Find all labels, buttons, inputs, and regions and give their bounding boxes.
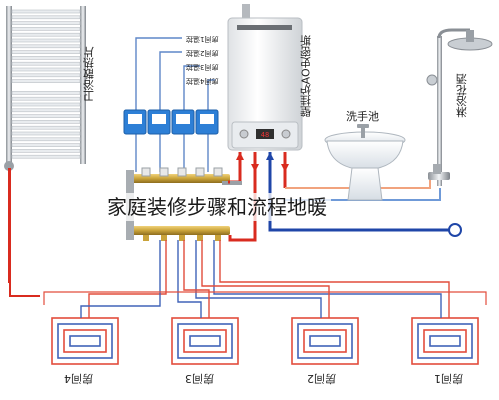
floor-loop-ring xyxy=(51,317,119,365)
boiler-label: 壁挂炉AO史密斯 xyxy=(300,35,313,119)
radiator-bar xyxy=(11,143,81,147)
boiler-display: 48 xyxy=(261,131,269,139)
manifold-port xyxy=(161,235,167,241)
room-label-2: 房间2 xyxy=(307,372,336,385)
thermostat-1[interactable] xyxy=(123,109,147,135)
thermostat-4[interactable] xyxy=(195,109,219,135)
towel-radiator xyxy=(4,6,86,283)
basin-label: 洗手池 xyxy=(346,109,379,123)
thermostat-label-3: 房间3温控 xyxy=(186,63,218,72)
radiator-bar xyxy=(11,120,81,124)
wall-boiler xyxy=(227,4,303,151)
radiator-bar xyxy=(11,79,81,83)
down-arrow-icon xyxy=(281,164,289,172)
radiator-feed-pipe xyxy=(9,283,40,297)
floor-loop-ring xyxy=(429,335,461,347)
shower-label: 淋浴花洒 xyxy=(456,74,469,118)
radiator-bar xyxy=(11,27,81,31)
radiator-bar xyxy=(11,114,81,118)
page-title: 家庭装修步骤和流程地暖 xyxy=(103,193,331,221)
towel-radiator-label: 卫浴散热片 xyxy=(83,46,96,102)
radiator-bar xyxy=(11,15,81,20)
radiator-bar xyxy=(11,102,81,107)
radiator-bar xyxy=(11,38,81,43)
up-arrow-icon xyxy=(236,152,244,160)
manifold-port xyxy=(215,235,221,241)
pipe-end-cap xyxy=(448,223,462,237)
radiator-bar xyxy=(11,131,81,136)
manifold-valve[interactable] xyxy=(159,167,169,177)
radiator-bar xyxy=(11,108,81,113)
thermostat-2[interactable] xyxy=(147,109,171,135)
floor-loop-ring xyxy=(303,329,347,353)
floor-loop-ring xyxy=(189,335,221,347)
manifold-port xyxy=(143,235,149,241)
radiator-bar xyxy=(11,32,81,37)
floor-loop-ring xyxy=(417,323,473,359)
radiator-bar xyxy=(11,67,81,72)
floor-loop-ring xyxy=(183,329,227,353)
loop-return-pipe xyxy=(195,240,322,318)
thermostat-label-2: 房间2温控 xyxy=(186,49,218,58)
thermostat-3[interactable] xyxy=(171,109,195,135)
radiator-bar xyxy=(11,125,81,130)
radiator-bar xyxy=(11,149,81,153)
shower-set xyxy=(426,28,493,186)
loop-supply-pipe xyxy=(219,240,450,318)
loop-return-pipe xyxy=(213,240,442,318)
floor-loop-ring xyxy=(69,335,101,347)
room-label-4: 房间4 xyxy=(64,372,93,385)
loop-return-pipe xyxy=(177,240,202,318)
manifold-valve[interactable] xyxy=(141,167,151,177)
manifold-valve[interactable] xyxy=(195,167,205,177)
room-label-3: 房间3 xyxy=(185,372,214,385)
radiator-bar xyxy=(11,154,81,159)
radiator-bar xyxy=(11,96,81,101)
floor-loop-ring xyxy=(63,329,107,353)
thermostat-signal-lines xyxy=(135,37,215,172)
loop-supply-pipe xyxy=(201,240,330,318)
floor-loop-ring xyxy=(297,323,353,359)
radiator-bar xyxy=(11,9,81,14)
perimeter-pipe xyxy=(43,291,487,305)
radiator-bar xyxy=(11,21,81,25)
floor-loop-ring xyxy=(423,329,467,353)
manifold-valve[interactable] xyxy=(213,167,223,177)
radiator-bar xyxy=(11,91,81,95)
floor-heating-loops xyxy=(9,240,487,365)
floor-loop-ring xyxy=(57,323,113,359)
thermostat-label-4: 房间4温控 xyxy=(186,77,218,86)
wash-basin xyxy=(324,124,406,201)
room-labels: 房间1 房间2 房间3 房间4 xyxy=(64,372,463,385)
manifold-port xyxy=(197,235,203,241)
floor-loop-ring xyxy=(291,317,359,365)
up-arrow-icon xyxy=(266,152,274,160)
floor-loop-ring xyxy=(411,317,479,365)
room-label-1: 房间1 xyxy=(434,372,463,385)
loop-supply-pipe xyxy=(183,240,210,318)
radiator-bar xyxy=(11,56,81,60)
floor-loop-ring xyxy=(177,323,233,359)
radiator-bar xyxy=(11,50,81,54)
floor-loop-ring xyxy=(171,317,239,365)
loop-return-pipe xyxy=(80,240,161,318)
floor-loop-ring xyxy=(309,335,341,347)
radiator-bar xyxy=(11,44,81,49)
radiator-bar xyxy=(11,137,81,142)
thermostat-label-1: 房间1温控 xyxy=(186,35,218,44)
manifold-valve[interactable] xyxy=(177,167,187,177)
radiator-bar xyxy=(11,73,81,78)
radiator-bar xyxy=(11,61,81,66)
manifold-port xyxy=(179,235,185,241)
down-arrow-icon xyxy=(251,164,259,172)
